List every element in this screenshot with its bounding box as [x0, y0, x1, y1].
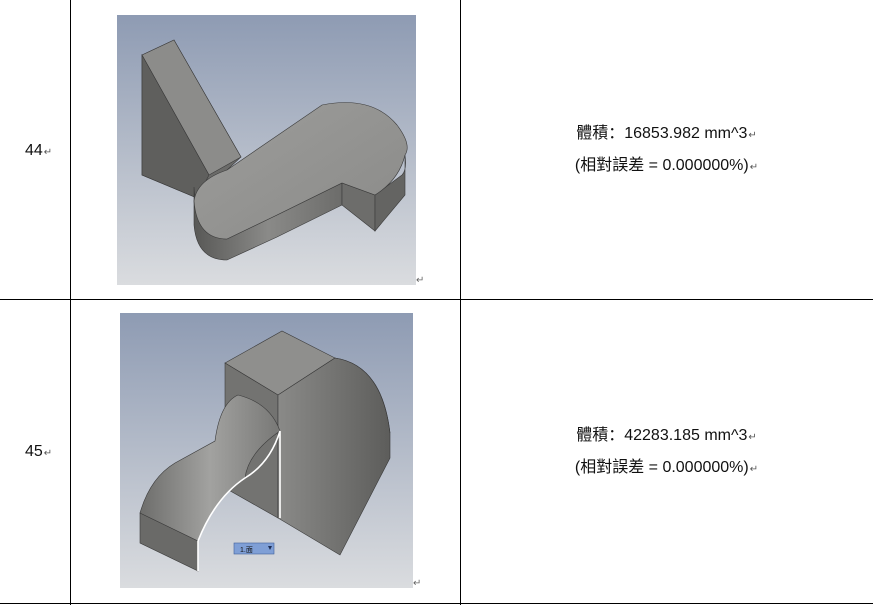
table-column-divider	[460, 0, 461, 605]
row-number: 44↵	[25, 142, 53, 159]
volume-value: ：42283.185 mm^3	[608, 427, 748, 444]
row-number: 45↵	[25, 443, 53, 460]
relative-error: (相對誤差 = 0.000000%)↵	[574, 157, 759, 174]
volume-label: 體積	[576, 427, 609, 444]
dimension-input-box	[233, 542, 275, 555]
cad-model-image	[117, 15, 416, 285]
volume-line: 體積：16853.982 mm^3↵	[576, 125, 757, 142]
relative-error: (相對誤差 = 0.000000%)↵	[574, 459, 759, 476]
volume-label: 體積	[576, 125, 609, 142]
volume-value: ：16853.982 mm^3	[608, 125, 748, 142]
volume-result: 體積：16853.982 mm^3↵ (相對誤差 = 0.000000%)↵	[461, 119, 872, 183]
table-column-divider	[70, 0, 71, 605]
paragraph-mark: ↵	[413, 578, 422, 589]
dimension-input-text: 1.面	[240, 546, 253, 554]
volume-line: 體積：42283.185 mm^3↵	[576, 427, 757, 444]
paragraph-mark: ↵	[416, 275, 425, 286]
volume-result: 體積：42283.185 mm^3↵ (相對誤差 = 0.000000%)↵	[461, 421, 872, 485]
cad-model-image: 1.面	[120, 313, 413, 588]
table-row-divider	[0, 299, 873, 300]
table-row-divider	[0, 603, 873, 604]
